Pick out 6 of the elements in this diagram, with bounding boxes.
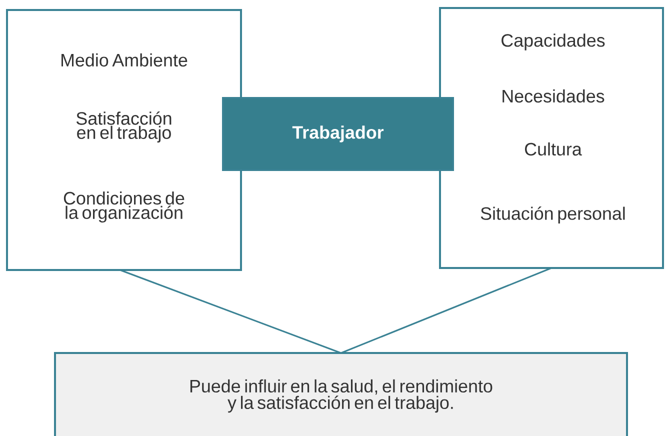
connector-line: [120, 269, 342, 354]
title-box: Trabajador: [222, 97, 454, 171]
conclusion-box: Puede influir en la salud, el rendimiento y la satisfacción en el trabajo.: [54, 352, 628, 436]
connector-line: [340, 267, 552, 354]
text-box: Medio Ambiente Satisfacción en el trabajo Condiciones de la organización: [6, 9, 242, 271]
text-box: Capacidades Necesidades Cultura Situación personal: [439, 7, 664, 269]
